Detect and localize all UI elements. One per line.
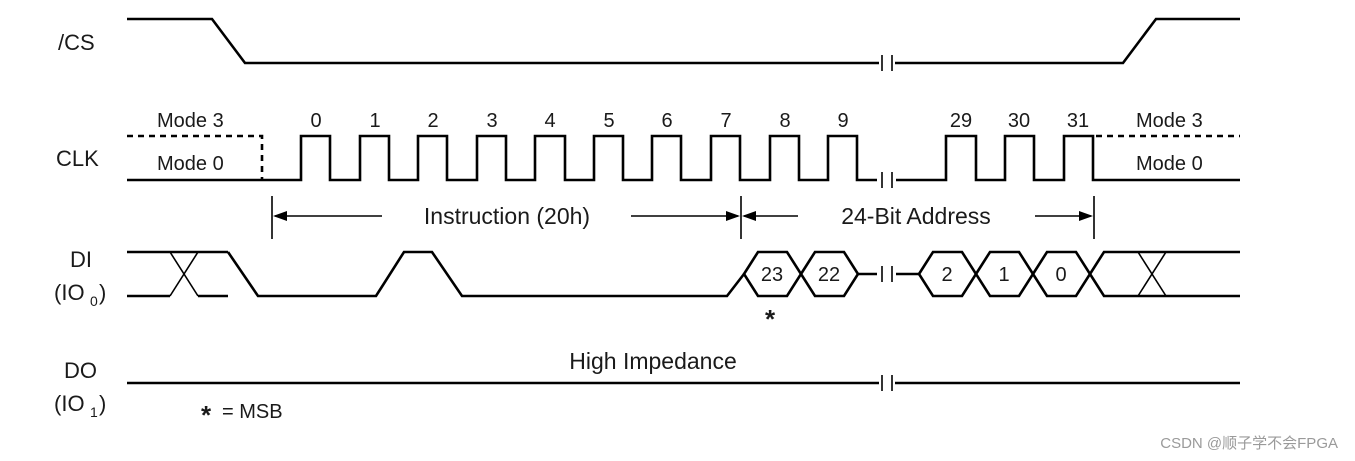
di-bit-label: 2 — [941, 264, 952, 286]
di-bit-label: 22 — [818, 264, 840, 286]
svg-text:): ) — [99, 391, 106, 416]
svg-text:1: 1 — [90, 404, 98, 420]
clk-cycle-number: 8 — [779, 110, 790, 132]
clk-mode-dashes — [127, 134, 1240, 180]
di-waveform — [127, 250, 1240, 298]
clk-mode3-left-label: Mode 3 — [157, 110, 224, 132]
clk-mode0-left-label: Mode 0 — [157, 153, 224, 175]
svg-text:(IO: (IO — [54, 280, 85, 305]
clk-cycle-number: 9 — [837, 110, 848, 132]
clk-cycle-number: 7 — [720, 110, 731, 132]
clk-cycle-number: 6 — [661, 110, 672, 132]
clk-cycle-number: 0 — [310, 110, 321, 132]
di-bit-label: 1 — [998, 264, 1009, 286]
svg-text:0: 0 — [90, 293, 98, 309]
clk-mode3-right-label: Mode 3 — [1136, 110, 1203, 132]
legend-star: * — [201, 400, 212, 430]
clk-cycle-number: 30 — [1008, 110, 1030, 132]
clk-cycle-number: 31 — [1067, 110, 1089, 132]
do-signal-label: DO — [64, 358, 97, 383]
clk-cycle-number: 29 — [950, 110, 972, 132]
di-bit-label: 0 — [1055, 264, 1066, 286]
clk-break-marker — [881, 172, 893, 188]
do-break-marker — [881, 375, 893, 391]
clk-cycle-number: 2 — [427, 110, 438, 132]
svg-text:(IO: (IO — [54, 391, 85, 416]
di-bit-label: 23 — [761, 264, 783, 286]
legend-text: = MSB — [222, 401, 283, 423]
high-impedance-label: High Impedance — [569, 348, 737, 374]
clk-cycle-number: 4 — [544, 110, 555, 132]
di-signal-label: DI — [70, 247, 92, 272]
instruction-phase-label: Instruction (20h) — [424, 203, 590, 229]
di-io-label: (IO 0 ) — [54, 280, 106, 309]
address-span-arrow — [742, 211, 1093, 221]
clk-signal-label: CLK — [56, 146, 99, 171]
watermark: CSDN @顺子学不会FPGA — [1160, 435, 1338, 452]
clk-waveform — [127, 134, 1240, 182]
clk-cycle-number: 3 — [486, 110, 497, 132]
svg-text:): ) — [99, 280, 106, 305]
clk-cycle-number: 5 — [603, 110, 614, 132]
break-marker — [881, 55, 893, 71]
address-phase-label: 24-Bit Address — [841, 203, 991, 229]
di-break-marker — [881, 266, 893, 282]
instruction-span-arrow — [273, 211, 740, 221]
phase-markers — [271, 196, 1095, 239]
msb-marker: * — [765, 304, 776, 334]
clk-cycle-numbers: 0 1 2 3 4 5 6 7 8 9 29 30 31 — [310, 110, 1089, 132]
di-bit-labels: 23 22 2 1 0 — [761, 264, 1067, 286]
clk-mode0-right-label: Mode 0 — [1136, 153, 1203, 175]
cs-signal-label: /CS — [58, 30, 95, 55]
msb-legend: * = MSB — [201, 400, 283, 430]
clk-cycle-number: 1 — [369, 110, 380, 132]
cs-waveform — [127, 17, 1240, 65]
do-io-label: (IO 1 ) — [54, 391, 106, 420]
